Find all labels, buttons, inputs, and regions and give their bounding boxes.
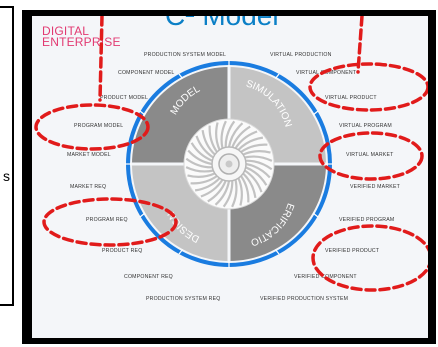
design-segment [132, 164, 229, 261]
turbine-blade [222, 180, 234, 208]
diagram-canvas: DIGITAL ENTERPRISE [32, 16, 428, 338]
turbine-blade [201, 129, 216, 156]
turbine-blade [237, 136, 264, 151]
turbine-blade [214, 180, 231, 206]
turbine-blade [185, 166, 214, 173]
label-verified-production-system: VERIFIED PRODUCTION SYSTEM [260, 296, 348, 302]
header-title-fragment: C² Model [165, 16, 279, 32]
label-virtual-component: VIRTUAL COMPONENT [296, 70, 357, 76]
label-component-req: COMPONENT REQ [124, 274, 173, 280]
model-segment [132, 67, 229, 164]
turbine-blade [194, 177, 221, 192]
label-verified-product: VERIFIED PRODUCT [325, 248, 380, 254]
diagram-panel: DIGITAL ENTERPRISE [22, 10, 436, 344]
label-production-system-model: PRODUCTION SYSTEM MODEL [144, 52, 226, 58]
label-program-req: PROGRAM REQ [86, 217, 128, 223]
turbine-blade [195, 135, 214, 159]
label-virtual-market: VIRTUAL MARKET [346, 152, 394, 158]
c2-model-diagram: MODEL SIMULATION VERIFICATION DESIGN PRO… [32, 16, 401, 302]
turbine-hub-center [225, 160, 233, 168]
turbine-blade [242, 150, 271, 156]
label-production-system-req: PRODUCTION SYSTEM REQ [146, 296, 221, 302]
segment-dividers [132, 67, 326, 261]
turbine-blade [185, 157, 213, 169]
label-product-model: PRODUCT MODEL [100, 95, 148, 101]
turbine-blade [187, 149, 213, 166]
turbine-blade [224, 120, 236, 148]
turbine-blade [190, 142, 213, 162]
turbine-blade [245, 162, 271, 179]
left-panel-text-fragment: s [3, 168, 10, 184]
verification-segment [229, 164, 326, 261]
turbine-blade [231, 179, 238, 208]
label-verified-program: VERIFIED PROGRAM [339, 217, 394, 223]
turbine-blade [207, 180, 227, 203]
turbine-blade [227, 122, 244, 148]
turbine-blade [242, 172, 257, 199]
turbine-blades-icon [185, 120, 273, 208]
turbine-blade [245, 159, 273, 171]
label-market-model: MARKET MODEL [67, 152, 111, 158]
label-virtual-program: VIRTUAL PROGRAM [339, 123, 392, 129]
label-virtual-product: VIRTUAL PRODUCT [325, 95, 377, 101]
label-verified-market: VERIFIED MARKET [350, 184, 401, 190]
turbine-blade [234, 130, 258, 149]
turbine-blade [220, 120, 227, 149]
turbine-blade [244, 155, 273, 162]
label-program-model: PROGRAM MODEL [74, 123, 123, 129]
label-virtual-production: VIRTUAL PRODUCTION [270, 52, 332, 58]
turbine-blade [187, 172, 216, 178]
label-product-req: PRODUCT REQ [102, 248, 142, 254]
turbine-blade [245, 166, 268, 186]
brand-line-1: DIGITAL [42, 24, 90, 38]
turbine-blade [208, 125, 218, 153]
simulation-segment [229, 67, 326, 164]
turbine-blade [244, 169, 263, 193]
turbine-blade [200, 179, 224, 198]
turbine-blade [240, 143, 268, 153]
label-component-model: COMPONENT MODEL [118, 70, 175, 76]
label-verified-component: VERIFIED COMPONENT [294, 274, 357, 280]
turbine-blade [190, 175, 218, 185]
turbine-blade [240, 175, 250, 203]
turbine-blade [215, 122, 221, 151]
turbine-blade [237, 177, 243, 206]
turbine-blade [231, 125, 251, 148]
left-panel-frame [0, 6, 14, 306]
label-market-req: MARKET REQ [70, 184, 106, 190]
